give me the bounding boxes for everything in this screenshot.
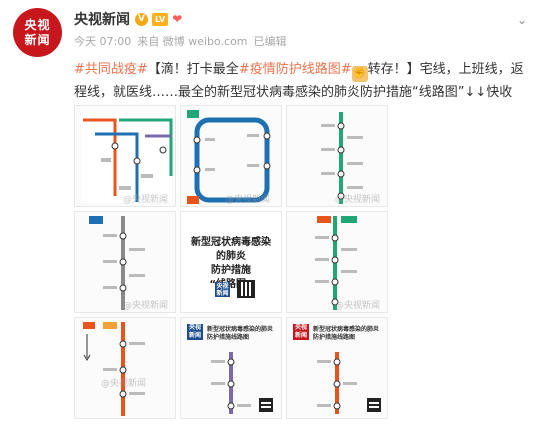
heart-icon[interactable]: ❤: [172, 11, 183, 26]
watermark: @央视新闻: [123, 301, 169, 311]
verified-icon[interactable]: V: [135, 12, 148, 26]
route-map-image: [89, 216, 145, 310]
post-time[interactable]: 今天 07:00: [74, 35, 132, 48]
post-header: 央视新闻 V LV ❤ 今天 07:00 来自 微博 weibo.com 已编辑…: [74, 10, 530, 54]
cover-title-line: “线路图”: [209, 279, 253, 290]
watermark: @央视新闻: [123, 195, 169, 205]
mini-title-line: 防护措施线路图: [207, 334, 250, 341]
image-thumb[interactable]: 央视新闻 新型冠状病毒感染的肺炎 防护措施线路图: [180, 317, 282, 419]
strong-arm-icon: ✊: [351, 66, 368, 82]
image-thumb[interactable]: @央视新闻: [74, 211, 176, 313]
watermark: @央视新闻: [335, 195, 381, 205]
mini-title-line: 新型冠状病毒感染的肺炎: [313, 326, 380, 333]
cover-title: 新型冠状病毒感染的肺炎 防护措施 “线路图”: [187, 236, 275, 292]
post-meta: 今天 07:00 来自 微博 weibo.com 已编辑: [74, 33, 530, 49]
image-thumb-cover[interactable]: 新型冠状病毒感染的肺炎 防护措施 “线路图” 央视新闻: [180, 211, 282, 313]
level-badge-icon[interactable]: LV: [152, 12, 169, 26]
image-grid: @央视新闻 @央视新闻: [74, 105, 388, 419]
cover-title-line: 新型冠状病毒感染的肺炎: [191, 237, 271, 262]
watermark: @央视新闻: [335, 301, 381, 311]
cctv-news-logo: 央视新闻: [293, 324, 309, 340]
name-row: 央视新闻 V LV ❤: [74, 10, 530, 28]
image-thumb[interactable]: @央视新闻: [74, 317, 176, 419]
chevron-down-icon[interactable]: ⌄: [516, 13, 528, 27]
avatar[interactable]: 央视新闻: [13, 8, 62, 57]
mini-title-line: 防护措施线路图: [313, 334, 356, 341]
post-source[interactable]: 来自 微博 weibo.com: [137, 35, 248, 48]
watermark: @央视新闻: [225, 195, 271, 205]
route-map-image: [321, 112, 363, 204]
qr-code-icon: [237, 280, 255, 298]
topic-link[interactable]: #共同战疫#: [74, 62, 148, 77]
image-thumb[interactable]: @央视新闻: [180, 105, 282, 207]
qr-code-icon: [259, 398, 273, 412]
route-map-image: [81, 112, 173, 202]
route-map-image: [211, 352, 251, 414]
image-thumb[interactable]: @央视新闻: [286, 211, 388, 313]
post-text-segment: 【滴！打卡最全: [147, 62, 239, 77]
route-map-image: [187, 110, 271, 204]
user-name[interactable]: 央视新闻: [74, 12, 130, 28]
image-thumb[interactable]: @央视新闻: [286, 105, 388, 207]
cctv-news-logo: 央视新闻: [187, 324, 203, 340]
route-map-image: [317, 352, 357, 414]
mini-card-title: 新型冠状病毒感染的肺炎 防护措施线路图: [207, 326, 273, 342]
mini-title-line: 新型冠状病毒感染的肺炎: [207, 326, 274, 333]
image-thumb[interactable]: @央视新闻: [74, 105, 176, 207]
mini-card-title: 新型冠状病毒感染的肺炎 防护措施线路图: [313, 326, 379, 342]
topic-link[interactable]: #疫情防护线路图#: [238, 62, 352, 77]
route-map-image: [83, 322, 145, 416]
edited-label[interactable]: 已编辑: [253, 35, 287, 48]
cctv-news-logo: 央视新闻: [215, 282, 230, 297]
image-thumb[interactable]: 央视新闻 新型冠状病毒感染的肺炎 防护措施线路图: [286, 317, 388, 419]
qr-code-icon: [367, 398, 381, 412]
route-map-image: [315, 216, 357, 310]
watermark: @央视新闻: [101, 379, 147, 389]
cover-title-line: 防护措施: [211, 265, 251, 276]
